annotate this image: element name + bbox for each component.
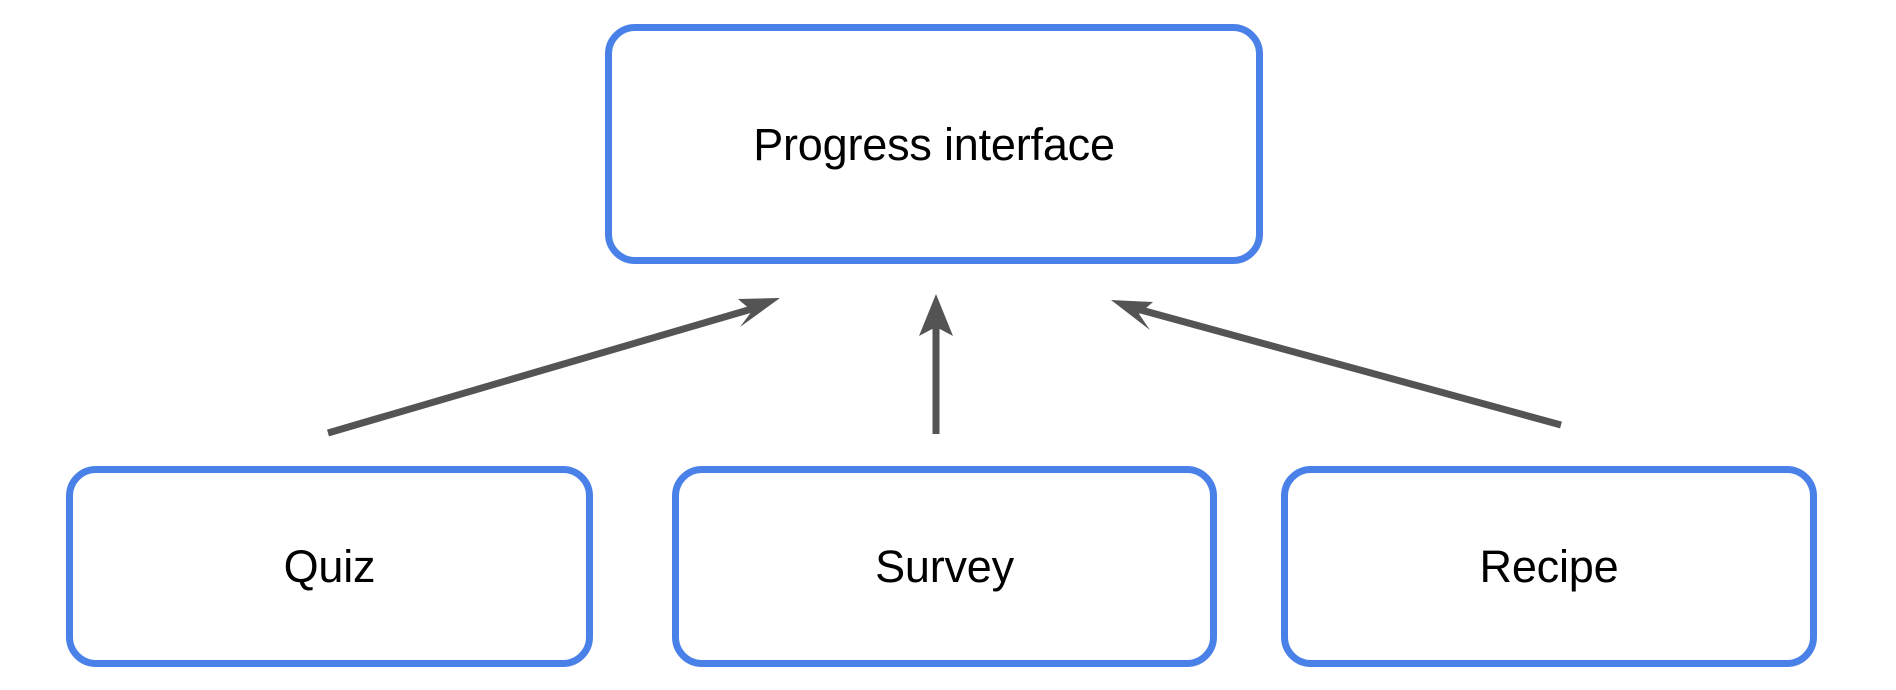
edge-quiz-to-root-line xyxy=(327,302,763,437)
node-recipe[interactable]: Recipe xyxy=(1281,466,1817,667)
node-quiz[interactable]: Quiz xyxy=(66,466,593,667)
node-survey[interactable]: Survey xyxy=(672,466,1217,667)
edge-quiz-to-root-arrowhead xyxy=(738,298,780,327)
edge-recipe-to-root-arrowhead xyxy=(1111,300,1153,330)
edge-recipe-to-root xyxy=(1111,300,1562,429)
node-recipe-label: Recipe xyxy=(1479,541,1619,592)
node-quiz-label: Quiz xyxy=(283,541,376,592)
edge-quiz-to-root xyxy=(327,298,780,437)
edge-survey-to-root-arrowhead xyxy=(919,294,953,336)
edge-survey-to-root xyxy=(919,294,953,434)
node-survey-label: Survey xyxy=(875,541,1014,592)
edge-recipe-to-root-line xyxy=(1129,303,1562,429)
node-progress-interface[interactable]: Progress interface xyxy=(605,24,1263,264)
node-progress-interface-label: Progress interface xyxy=(753,118,1115,170)
